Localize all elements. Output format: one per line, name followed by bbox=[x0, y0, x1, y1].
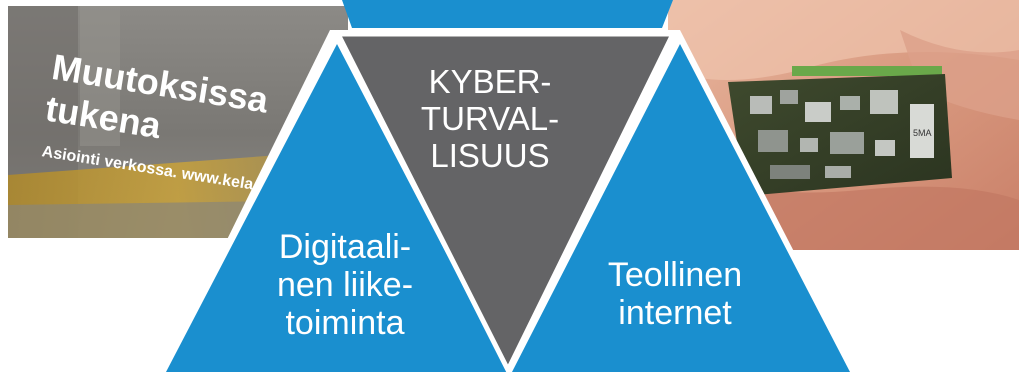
board-marking: 5MA bbox=[913, 128, 932, 138]
right-triangle bbox=[512, 44, 850, 372]
top-triangle bbox=[342, 0, 673, 28]
left-triangle-label: Digitaali- nen liike- toiminta bbox=[276, 228, 414, 343]
right-triangle-label: Teollinen internet bbox=[607, 256, 743, 333]
center-triangle bbox=[333, 31, 678, 376]
center-triangle-label: KYBER- TURVAL- LISUUS bbox=[420, 63, 560, 174]
circuit-board: 5MA bbox=[728, 66, 952, 196]
left-triangle bbox=[166, 44, 508, 372]
